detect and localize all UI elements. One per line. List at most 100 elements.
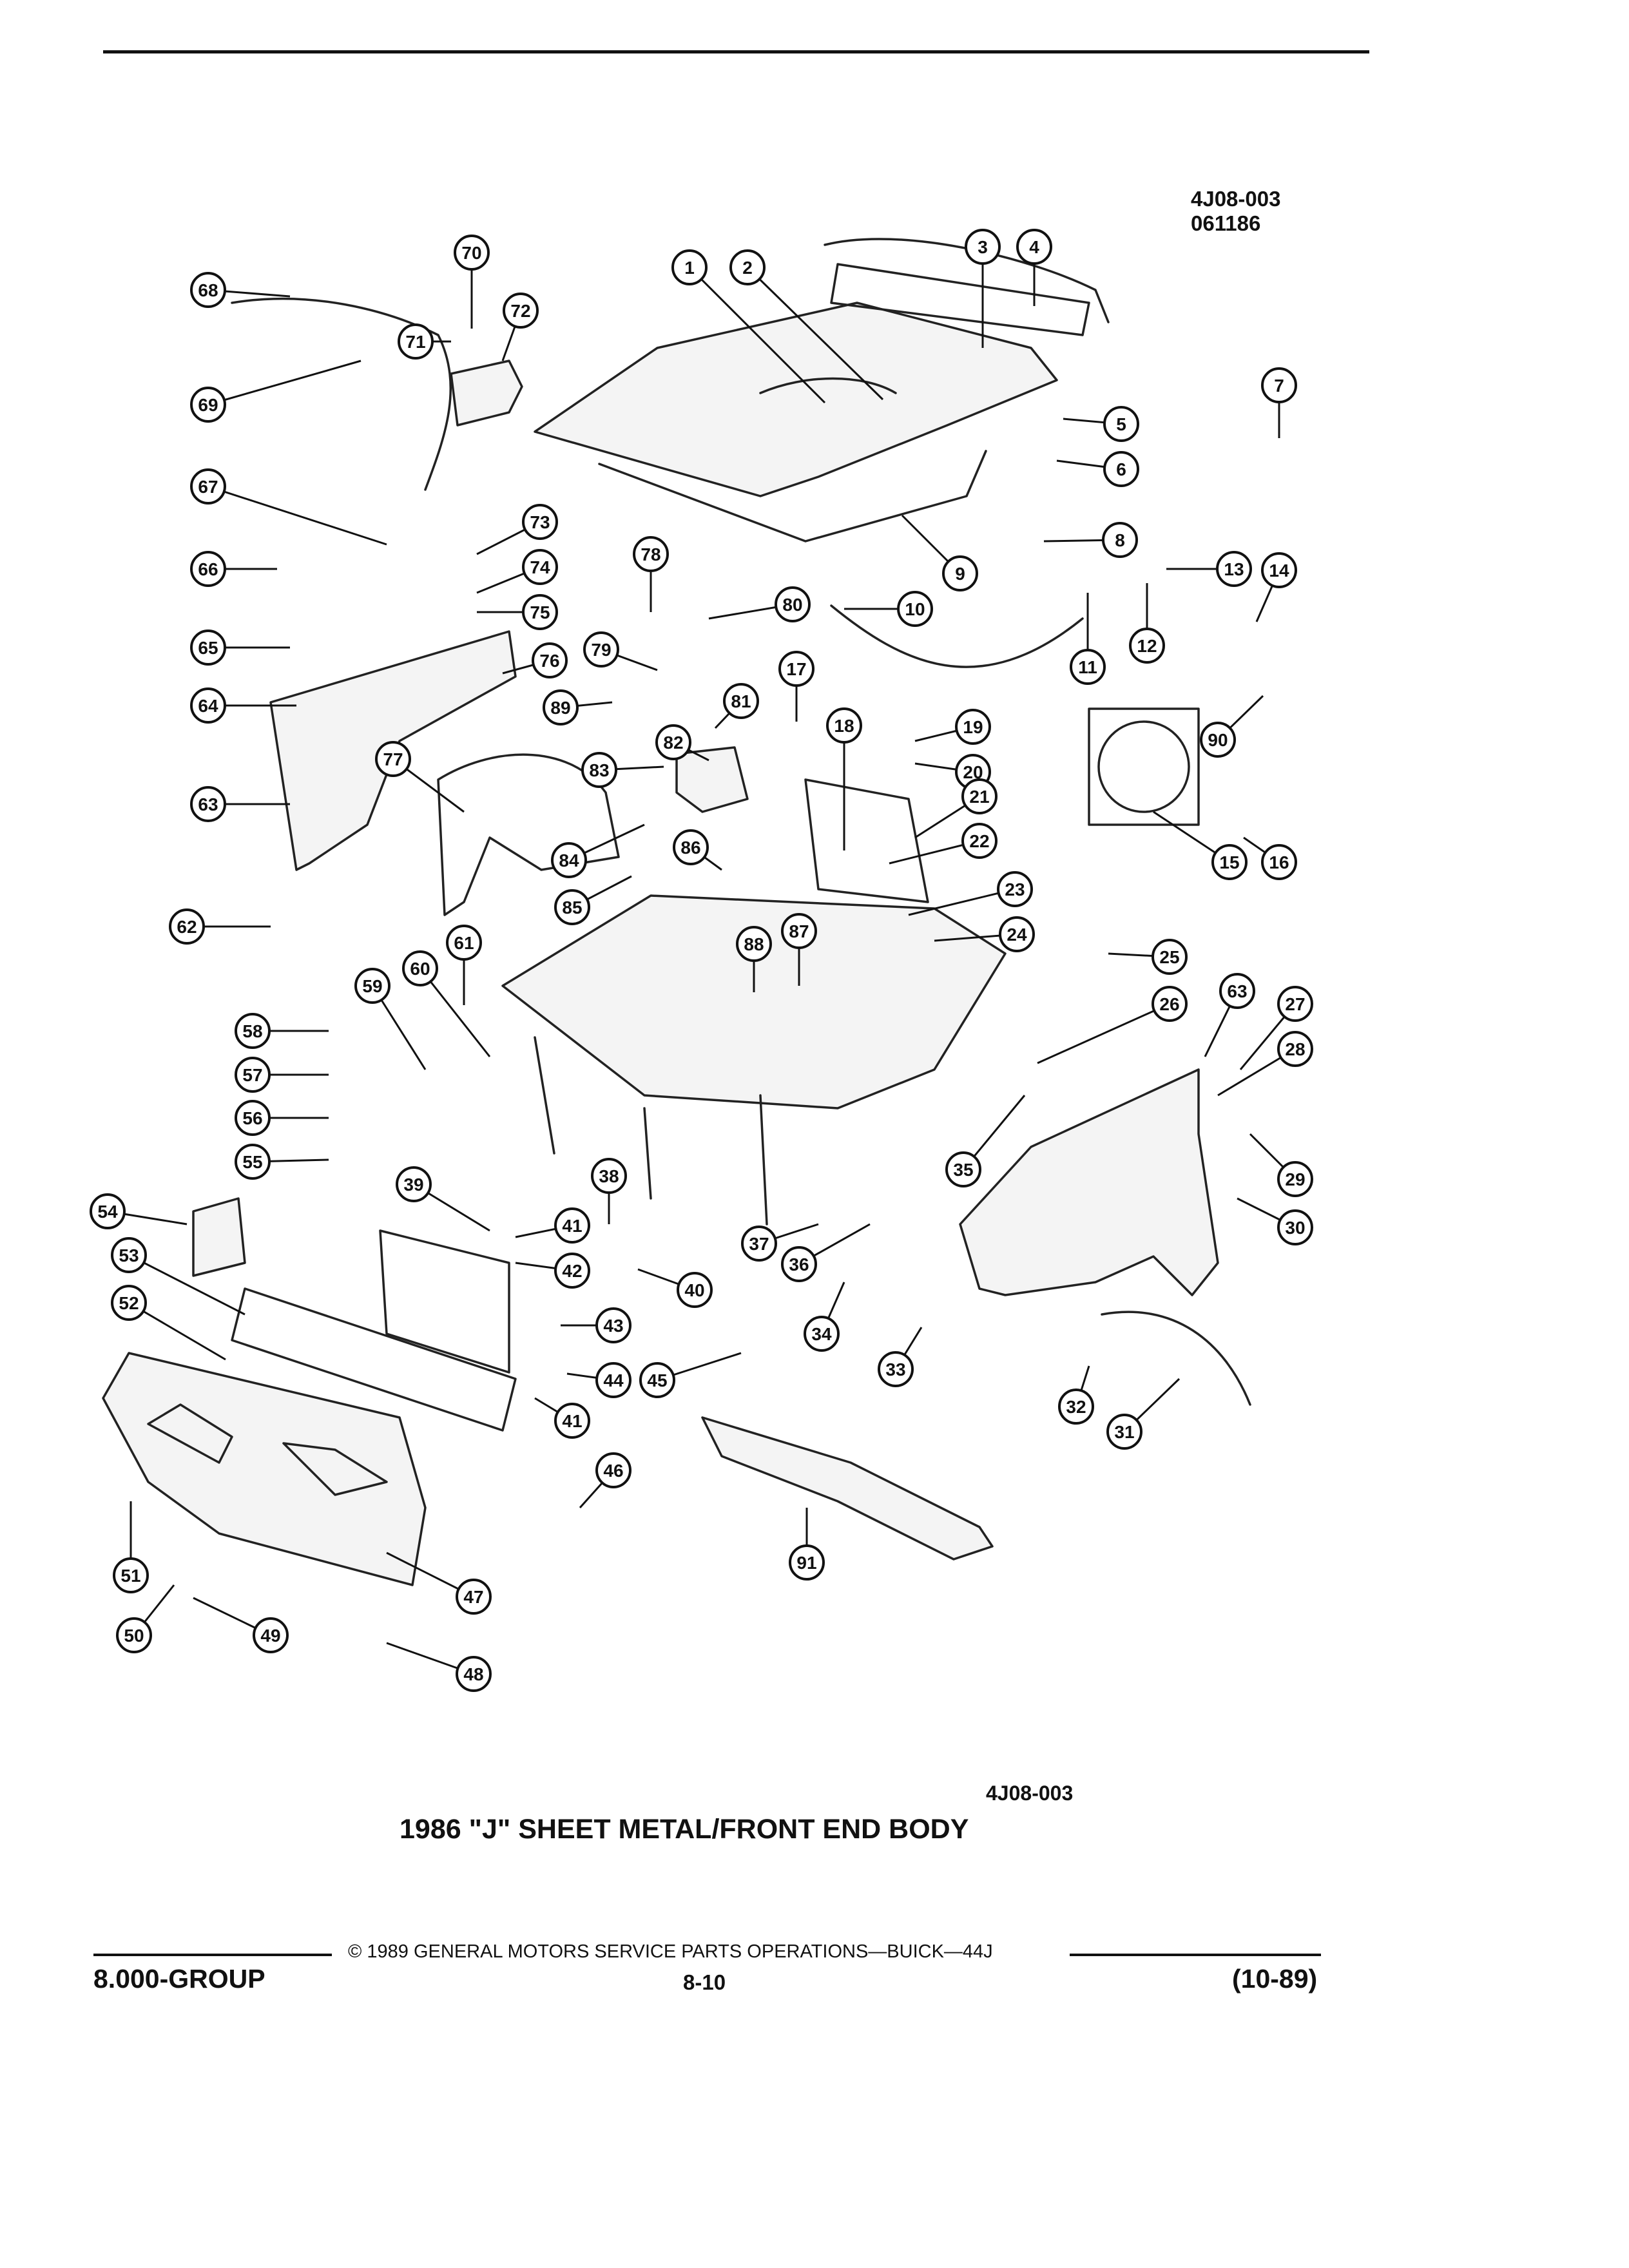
callout-number: 52 bbox=[119, 1293, 139, 1313]
callout-17: 17 bbox=[778, 651, 815, 722]
callout-41: 41 bbox=[515, 1207, 590, 1244]
callout-number: 76 bbox=[539, 651, 559, 671]
callout-leader bbox=[207, 360, 361, 406]
callout-circle bbox=[554, 1207, 590, 1244]
callout-number: 9 bbox=[955, 564, 965, 584]
callout-6: 6 bbox=[1056, 451, 1139, 487]
callout-circle bbox=[789, 1544, 825, 1581]
callout-number: 8 bbox=[1115, 530, 1125, 550]
callout-48: 48 bbox=[386, 1642, 492, 1692]
callout-circle bbox=[522, 549, 558, 585]
callout-number: 10 bbox=[905, 599, 925, 619]
callout-number: 56 bbox=[242, 1108, 262, 1128]
callout-number: 36 bbox=[789, 1254, 809, 1274]
callout-circle bbox=[1200, 722, 1236, 758]
footer-date: (10-89) bbox=[1232, 1964, 1318, 1994]
callout-circle bbox=[396, 1166, 432, 1202]
footer-group: 8.000-GROUP bbox=[93, 1964, 265, 1994]
callout-85: 85 bbox=[554, 875, 632, 925]
callout-22: 22 bbox=[889, 823, 998, 865]
callout-51: 51 bbox=[113, 1501, 149, 1593]
callout-number: 18 bbox=[834, 716, 854, 736]
callout-circle bbox=[1106, 1414, 1142, 1450]
callout-circle bbox=[1261, 367, 1297, 403]
callout-circle bbox=[543, 689, 579, 726]
callout-38: 38 bbox=[591, 1158, 627, 1224]
callout-number: 62 bbox=[177, 917, 197, 937]
callout-72: 72 bbox=[501, 293, 539, 361]
callout-circle bbox=[1219, 973, 1255, 1009]
callout-86: 86 bbox=[673, 829, 722, 871]
callout-number: 21 bbox=[969, 787, 989, 807]
callout-circle bbox=[522, 504, 558, 540]
callout-circle bbox=[454, 235, 490, 271]
callout-number: 57 bbox=[242, 1065, 262, 1085]
footer-rule-right bbox=[1070, 1954, 1321, 1956]
callout-number: 55 bbox=[242, 1152, 262, 1172]
callout-circle bbox=[398, 323, 434, 360]
callout-circle bbox=[1152, 986, 1188, 1022]
callout-number: 29 bbox=[1285, 1169, 1305, 1189]
callout-47: 47 bbox=[386, 1552, 492, 1615]
washer-hose bbox=[231, 297, 452, 491]
figure-caption: 1986 "J" SHEET METAL/FRONT END BODY bbox=[400, 1814, 969, 1845]
callout-44: 44 bbox=[566, 1362, 631, 1398]
callout-number: 13 bbox=[1224, 559, 1244, 579]
callout-circle bbox=[253, 1617, 289, 1653]
callout-49: 49 bbox=[193, 1597, 289, 1653]
callout-number: 61 bbox=[454, 933, 474, 953]
callout-5: 5 bbox=[1063, 406, 1139, 442]
radiator-support bbox=[501, 894, 1007, 1110]
callout-28: 28 bbox=[1217, 1031, 1313, 1097]
callout-21: 21 bbox=[914, 778, 998, 839]
footer-copyright: © 1989 GENERAL MOTORS SERVICE PARTS OPER… bbox=[348, 1941, 993, 1962]
callout-number: 86 bbox=[680, 838, 700, 858]
callout-number: 85 bbox=[562, 898, 582, 918]
callout-circle bbox=[723, 683, 759, 719]
callout-43: 43 bbox=[561, 1307, 631, 1343]
callout-13: 13 bbox=[1166, 551, 1252, 587]
callout-number: 78 bbox=[641, 544, 660, 564]
callout-circle bbox=[595, 1452, 631, 1488]
callout-number: 37 bbox=[749, 1234, 769, 1254]
callout-67: 67 bbox=[190, 468, 387, 546]
callout-55: 55 bbox=[235, 1144, 329, 1180]
callout-leader bbox=[128, 1254, 246, 1316]
callout-63: 63 bbox=[1204, 973, 1255, 1057]
callout-circle bbox=[997, 871, 1033, 907]
callout-number: 51 bbox=[120, 1566, 140, 1586]
callout-circle bbox=[1103, 406, 1139, 442]
callout-31: 31 bbox=[1106, 1378, 1181, 1450]
callout-circle bbox=[729, 249, 766, 285]
callout-23: 23 bbox=[908, 871, 1033, 916]
callout-number: 74 bbox=[530, 557, 550, 577]
callout-53: 53 bbox=[111, 1237, 246, 1316]
callout-number: 84 bbox=[559, 850, 579, 870]
callout-number: 16 bbox=[1269, 852, 1289, 872]
callout-circle bbox=[1058, 1389, 1094, 1425]
callout-71: 71 bbox=[398, 323, 451, 360]
callout-25: 25 bbox=[1108, 939, 1188, 975]
callout-circle bbox=[581, 752, 617, 788]
callout-leader bbox=[207, 485, 387, 546]
callout-81: 81 bbox=[714, 683, 759, 729]
callout-number: 38 bbox=[599, 1166, 619, 1186]
callout-circle bbox=[595, 1362, 631, 1398]
callout-number: 3 bbox=[978, 237, 988, 257]
callout-circle bbox=[235, 1057, 271, 1093]
callout-75: 75 bbox=[477, 594, 558, 630]
callout-number: 63 bbox=[1227, 981, 1247, 1001]
callout-circle bbox=[235, 1100, 271, 1136]
callout-number: 72 bbox=[510, 301, 530, 321]
callout-number: 65 bbox=[198, 638, 218, 658]
callout-number: 77 bbox=[383, 749, 403, 769]
callout-78: 78 bbox=[633, 536, 669, 612]
callout-40: 40 bbox=[637, 1268, 713, 1308]
callout-circle bbox=[826, 707, 862, 744]
callout-60: 60 bbox=[402, 950, 491, 1057]
callout-24: 24 bbox=[934, 916, 1035, 952]
callout-circle bbox=[1216, 551, 1252, 587]
energy-absorber bbox=[231, 1287, 517, 1432]
callout-26: 26 bbox=[1037, 986, 1188, 1064]
callout-number: 40 bbox=[684, 1280, 704, 1300]
